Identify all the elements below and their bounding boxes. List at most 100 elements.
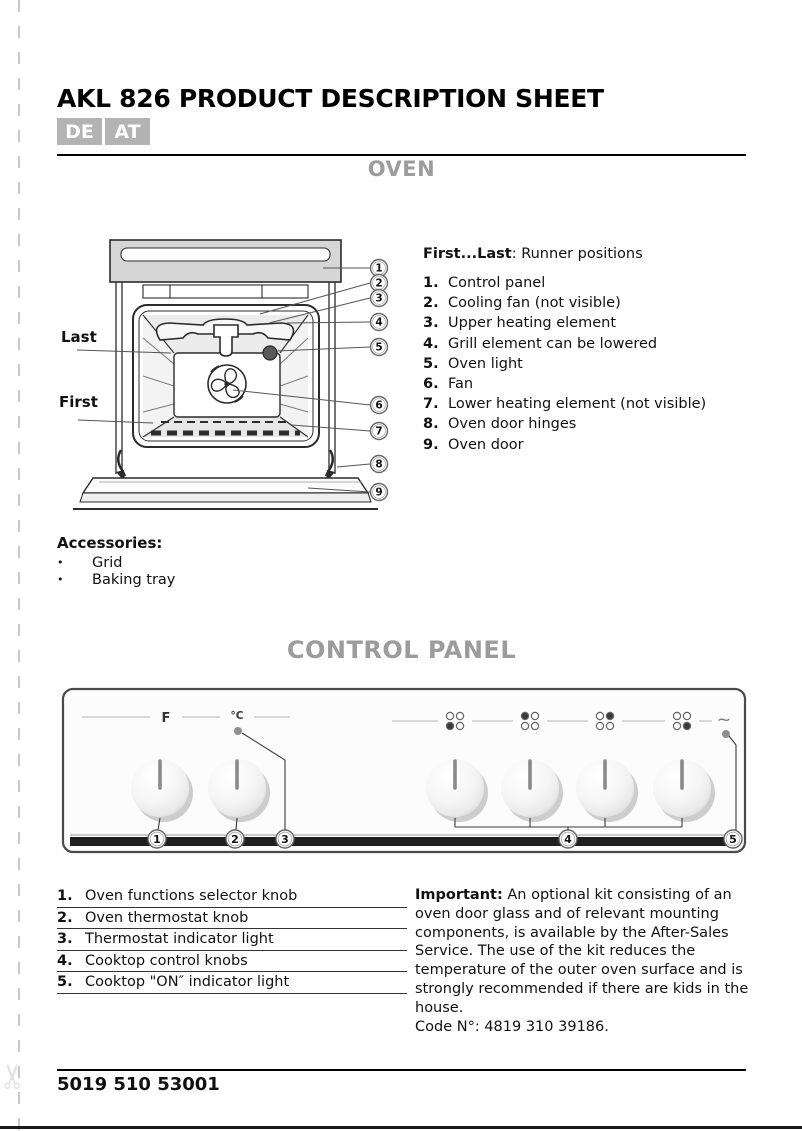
zone-symbol-2	[520, 711, 540, 731]
cooktop-knob-2	[501, 759, 563, 822]
part-label: Cooling fan (not visible)	[448, 295, 621, 312]
panel-bottom-strip	[70, 837, 738, 846]
oven-part-item: 5. Oven light	[423, 354, 747, 374]
part-number: 3.	[423, 315, 439, 332]
runner-parts-list: First...Last: Runner positions 1. Contro…	[423, 246, 747, 455]
accessories-block: Accessories: GridBaking tray	[57, 534, 175, 588]
panel-callout-5: 5	[723, 829, 743, 849]
oven-thermostat-knob	[208, 759, 270, 822]
panel-legend: 1. Oven functions selector knob 2. Oven …	[57, 886, 407, 994]
part-label: Upper heating element	[448, 315, 617, 332]
part-label: Fan	[448, 376, 474, 393]
legend-row: 4. Cooktop control knobs	[57, 951, 407, 972]
lower-element-dashes	[151, 421, 300, 436]
control-panel-diagram: F °C ~	[61, 687, 747, 854]
important-label: Important:	[415, 887, 503, 903]
svg-text:2: 2	[375, 278, 382, 290]
label-first: First	[59, 393, 98, 411]
legend-label: Thermostat indicator light	[85, 931, 274, 947]
part-label: Lower heating element (not visible)	[448, 396, 707, 413]
zone-symbol-3	[595, 711, 615, 731]
part-number: 1.	[423, 275, 439, 291]
legend-row: 2. Oven thermostat knob	[57, 908, 407, 929]
oven-diagram: Last First 1 2 3 4 5 6 7 8 9	[59, 239, 389, 510]
runner-caption: First...Last: Runner positions	[423, 246, 747, 262]
callout-3: 3	[369, 288, 389, 308]
oven-part-item: 9. Oven door	[423, 435, 747, 455]
panel-leader-lines	[157, 732, 737, 831]
panel-deco-lines	[82, 716, 712, 722]
important-code: Code N°: 4819 310 39186.	[415, 1018, 609, 1035]
callout-8: 8	[369, 454, 389, 474]
oven-part-item: 6. Fan	[423, 374, 747, 394]
cooktop-knob-4	[653, 759, 715, 822]
svg-text:5: 5	[375, 342, 382, 354]
page-bottom-bar	[0, 1126, 802, 1129]
oven-part-item: 4. Grill element can be lowered	[423, 334, 747, 354]
svg-text:5: 5	[729, 833, 737, 846]
legend-label: Cooktop control knobs	[85, 952, 248, 969]
svg-text:9: 9	[375, 487, 382, 499]
part-label: Oven door hinges	[448, 416, 577, 433]
svg-text:2: 2	[231, 833, 239, 846]
power-symbol: ~	[717, 710, 731, 730]
accessory-item: Grid	[57, 555, 175, 572]
accessory-label: Baking tray	[92, 571, 176, 588]
door-hinges	[116, 449, 335, 482]
svg-text:4: 4	[375, 317, 382, 329]
part-label: Control panel	[448, 275, 546, 291]
callout-5: 5	[369, 337, 389, 357]
cooktop-knob-1	[426, 759, 488, 822]
panel-callouts: 1 2 3 4 5	[147, 829, 743, 849]
runner-rails	[142, 337, 309, 413]
svg-text:6: 6	[375, 400, 382, 412]
country-badge: DE	[57, 118, 102, 145]
part-number: 6.	[423, 376, 439, 393]
fan-icon	[207, 364, 247, 404]
svg-text:8: 8	[375, 459, 382, 471]
control-panel-slot	[120, 247, 331, 262]
thermostat-indicator-light	[234, 727, 242, 735]
oven-part-item: 1. Control panel	[423, 273, 747, 293]
scissors-icon: ✂	[0, 1062, 33, 1091]
control-panel-heading: CONTROL PANEL	[286, 636, 517, 664]
important-text: An optional kit consisting of an oven do…	[415, 887, 749, 1016]
oven-part-item: 2. Cooling fan (not visible)	[423, 293, 747, 313]
part-number: 8.	[423, 416, 439, 433]
footer-divider	[57, 1069, 746, 1071]
accessory-label: Grid	[92, 555, 123, 571]
callout-7: 7	[369, 421, 389, 441]
svg-text:3: 3	[375, 293, 382, 305]
svg-text:4: 4	[564, 833, 572, 846]
accessories-heading: Accessories:	[57, 534, 163, 552]
oven-part-item: 7. Lower heating element (not visible)	[423, 394, 747, 414]
header-divider	[57, 154, 746, 156]
part-number: 4.	[423, 335, 439, 352]
panel-callout-3: 3	[275, 829, 295, 849]
oven-callouts: 1 2 3 4 5 6 7 8 9	[369, 258, 389, 502]
oven-functions-knob	[131, 759, 193, 822]
panel-callout-1: 1	[147, 829, 167, 849]
zone-symbol-1	[445, 711, 465, 731]
part-number: 7.	[423, 396, 439, 413]
callout-1: 1	[369, 258, 389, 278]
part-label: Oven door	[448, 436, 524, 453]
callout-6: 6	[369, 395, 389, 415]
legend-number: 2.	[57, 909, 73, 926]
grill-element	[155, 318, 295, 357]
callout-leader-lines	[76, 267, 371, 493]
part-number: 9.	[423, 436, 439, 453]
runner-caption-bold: First...Last	[423, 246, 512, 262]
accessory-item: Baking tray	[57, 572, 175, 589]
panel-callout-2: 2	[225, 829, 245, 849]
functions-symbol: F	[162, 711, 171, 726]
oven-door	[73, 477, 378, 510]
country-badge: AT	[105, 118, 150, 145]
page-title: AKL 826 PRODUCT DESCRIPTION SHEET	[57, 84, 604, 113]
important-note: Important: An optional kit consisting of…	[415, 886, 751, 1036]
vent-strip	[142, 284, 309, 299]
legend-number: 5.	[57, 974, 73, 990]
footer-code: 5019 510 53001	[57, 1074, 220, 1095]
